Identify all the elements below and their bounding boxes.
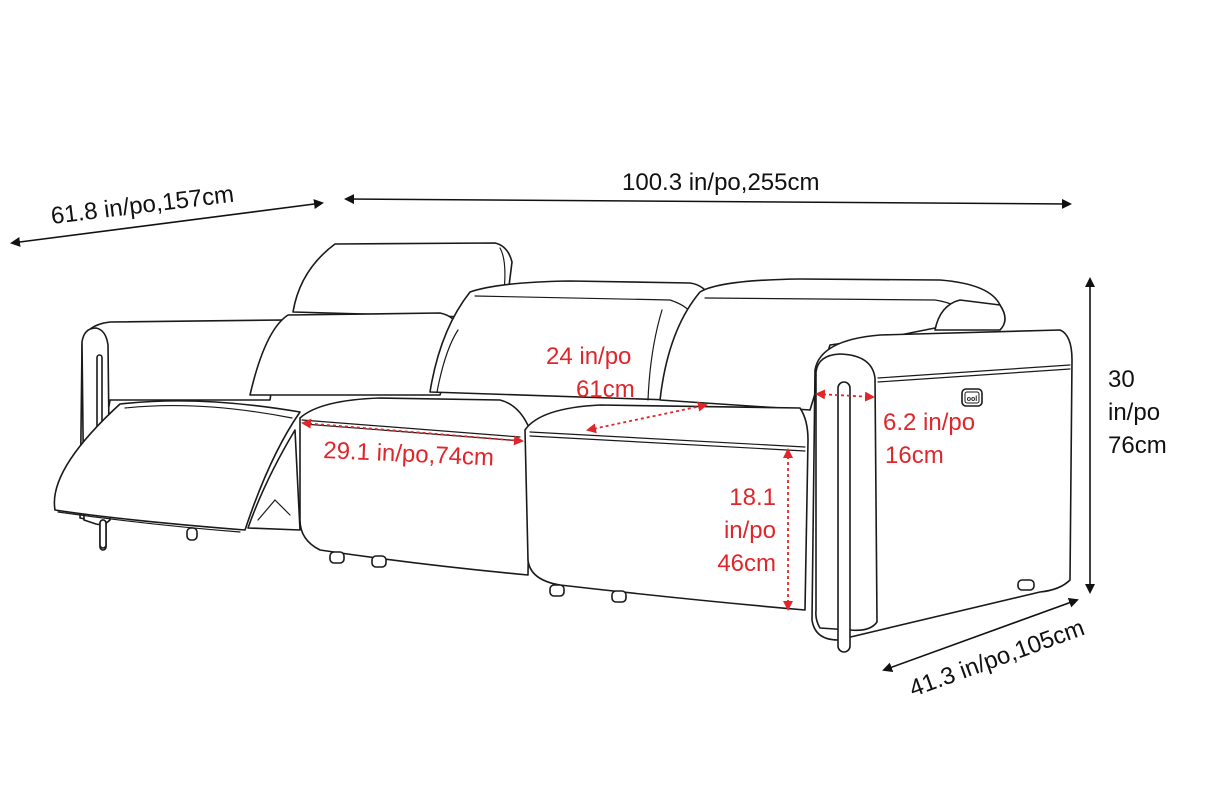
height-label-line3: 76cm [1108,432,1167,459]
arm-width-label-line2: 16cm [885,442,944,469]
depth-extended-label: 61.8 in/po,157cm [49,181,235,230]
right-armrest: ool [811,329,1073,653]
right-seat-cushion [524,404,809,611]
seat-depth-label-line1: 24 in/po [546,343,631,370]
left-recliner-footrest [53,400,301,549]
seat-height-label-line1: 18.1 [729,484,776,511]
left-headrest [292,242,513,319]
left-seat-back [249,312,461,396]
sofa-drawing: ool [53,242,1073,653]
dimension-arm-width: 6.2 in/po 16cm [815,389,975,469]
dimension-depth-extended: 61.8 in/po,157cm [10,181,324,247]
dimension-seat-height: 18.1 in/po 46cm [717,448,793,611]
right-headrest [934,299,1006,331]
height-label-line1: 30 [1108,366,1135,393]
dimension-seat-depth: 24 in/po 61cm [546,343,708,434]
width-label: 100.3 in/po,255cm [622,169,819,196]
seat-height-label-line2: in/po [724,517,776,544]
right-seat-back [659,278,1001,411]
arm-width-label-line1: 6.2 in/po [883,409,975,436]
depth-label: 41.3 in/po,105cm [906,614,1088,702]
seat-height-label-line3: 46cm [717,550,776,577]
svg-text:ool: ool [967,396,978,403]
dimension-height: 30 in/po 76cm [1085,277,1167,594]
power-recline-button-icon: ool [961,388,983,407]
dimension-width: 100.3 in/po,255cm [344,169,1072,209]
seat-depth-label-line2: 61cm [576,376,635,403]
middle-seat-cushion [299,397,531,576]
height-label-line2: in/po [1108,399,1160,426]
